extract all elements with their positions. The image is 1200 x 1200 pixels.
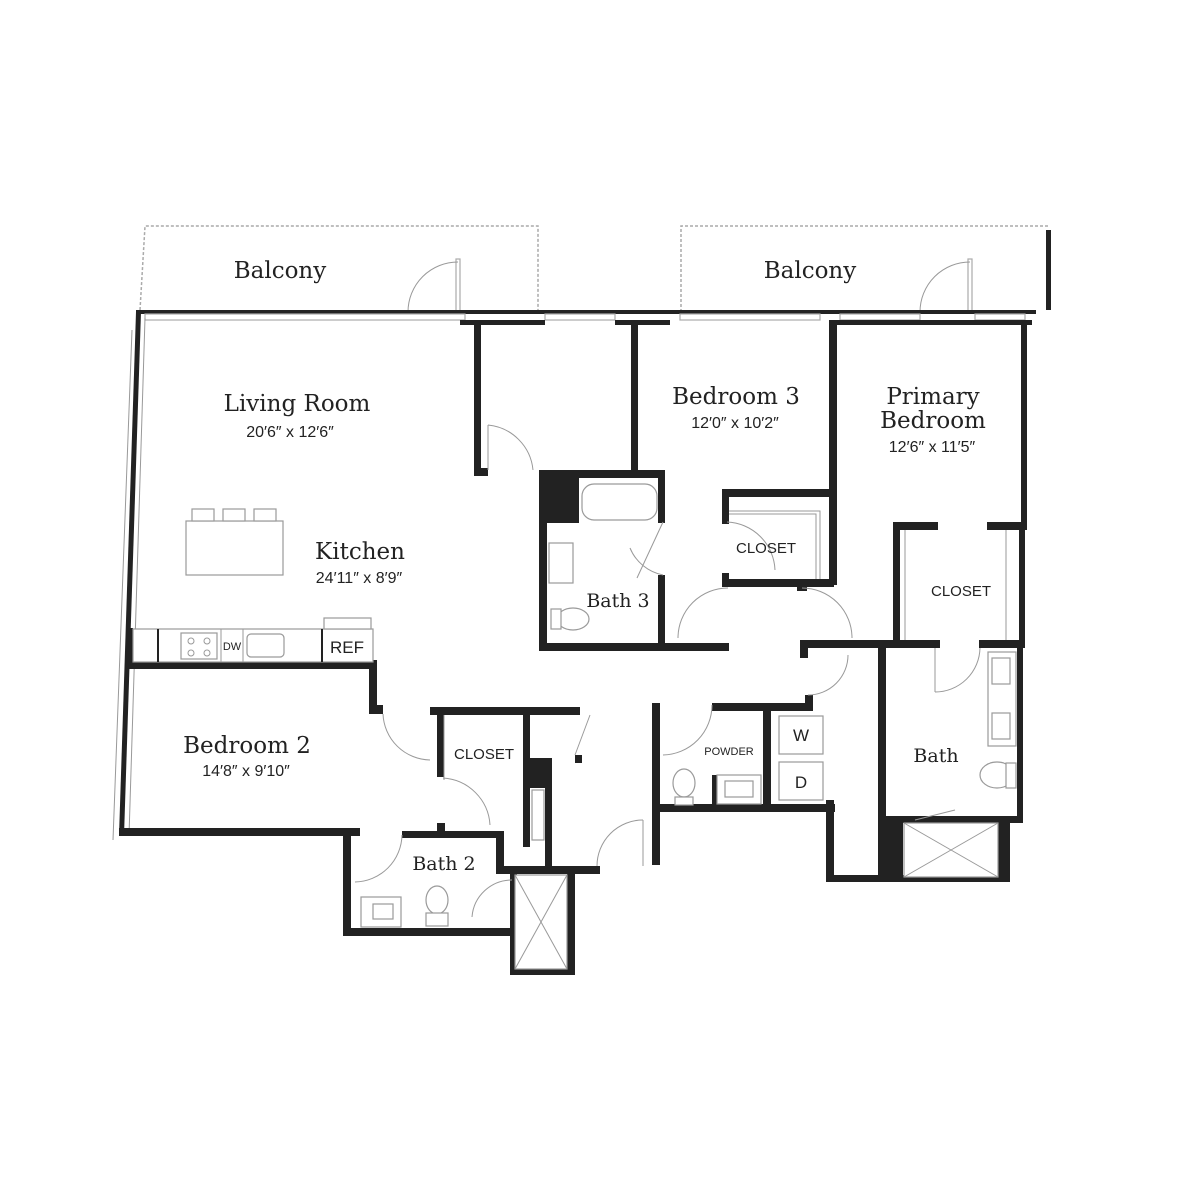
living-hall-door bbox=[487, 424, 534, 471]
refrigerator-label: REF bbox=[330, 638, 364, 657]
primary-bedroom-label-1: Primary bbox=[886, 384, 979, 410]
bath-3-label: Bath 3 bbox=[586, 590, 649, 612]
bedroom-2-label: Bedroom 2 bbox=[183, 733, 311, 759]
powder-label: POWDER bbox=[704, 746, 754, 758]
bath2-fixtures bbox=[360, 874, 568, 970]
closet-primary-label: CLOSET bbox=[931, 583, 991, 600]
microwave-icon bbox=[323, 617, 372, 630]
closet-bed2-label: CLOSET bbox=[454, 746, 514, 763]
north-window-wall bbox=[136, 310, 1036, 325]
laundry: W D bbox=[778, 715, 824, 801]
primary-bedroom-dims: 12′6″ x 11′5″ bbox=[889, 439, 976, 456]
bedroom-3-dims: 12′0″ x 10′2″ bbox=[691, 415, 779, 432]
balcony-left: Balcony bbox=[139, 225, 539, 312]
kitchen-dims: 24′11″ x 8′9″ bbox=[316, 570, 403, 587]
door-swings bbox=[354, 424, 981, 918]
washer-icon bbox=[778, 715, 824, 755]
dishwasher-label: DW bbox=[223, 641, 242, 653]
toilet-icon bbox=[672, 768, 696, 798]
living-room-dims: 20′6″ x 12′6″ bbox=[246, 424, 334, 441]
sink-icon bbox=[724, 780, 754, 798]
balcony-right-label: Balcony bbox=[764, 258, 857, 284]
interior-walls bbox=[119, 320, 1027, 975]
closet-bed3-label: CLOSET bbox=[736, 540, 796, 557]
toilet-icon bbox=[425, 885, 449, 915]
bathtub-icon bbox=[581, 483, 658, 521]
vanity-sink-icon bbox=[991, 657, 1011, 685]
dryer-label: D bbox=[795, 773, 807, 792]
balcony-door-right[interactable] bbox=[919, 258, 973, 313]
cooktop-icon bbox=[180, 632, 218, 660]
living-room-label: Living Room bbox=[224, 391, 371, 417]
balcony-left-label: Balcony bbox=[234, 258, 327, 284]
dryer-icon bbox=[778, 761, 824, 801]
bedroom-3-label: Bedroom 3 bbox=[672, 384, 800, 410]
primary-bedroom-label-2: Bedroom bbox=[880, 408, 986, 434]
primary-bath-label: Bath bbox=[913, 745, 958, 767]
sink-icon bbox=[246, 633, 285, 658]
west-window-wall bbox=[112, 312, 146, 841]
washer-label: W bbox=[793, 726, 809, 745]
balcony-door-left[interactable] bbox=[407, 258, 461, 313]
bath-2-label: Bath 2 bbox=[412, 853, 475, 875]
kitchen-label: Kitchen bbox=[315, 539, 405, 565]
kitchen-island bbox=[185, 508, 284, 576]
balcony-right: Balcony bbox=[680, 225, 1051, 312]
powder-fixtures: POWDER bbox=[672, 746, 762, 806]
toilet-icon bbox=[556, 607, 590, 631]
bath3-fixtures bbox=[548, 483, 658, 631]
kitchen-counter: DW REF bbox=[132, 617, 374, 663]
vanity-sink-icon bbox=[991, 712, 1011, 740]
bedroom-2-dims: 14′8″ x 9′10″ bbox=[202, 763, 290, 780]
vanity-sink-icon bbox=[548, 542, 574, 584]
primary-bath-fixtures bbox=[903, 651, 1017, 878]
